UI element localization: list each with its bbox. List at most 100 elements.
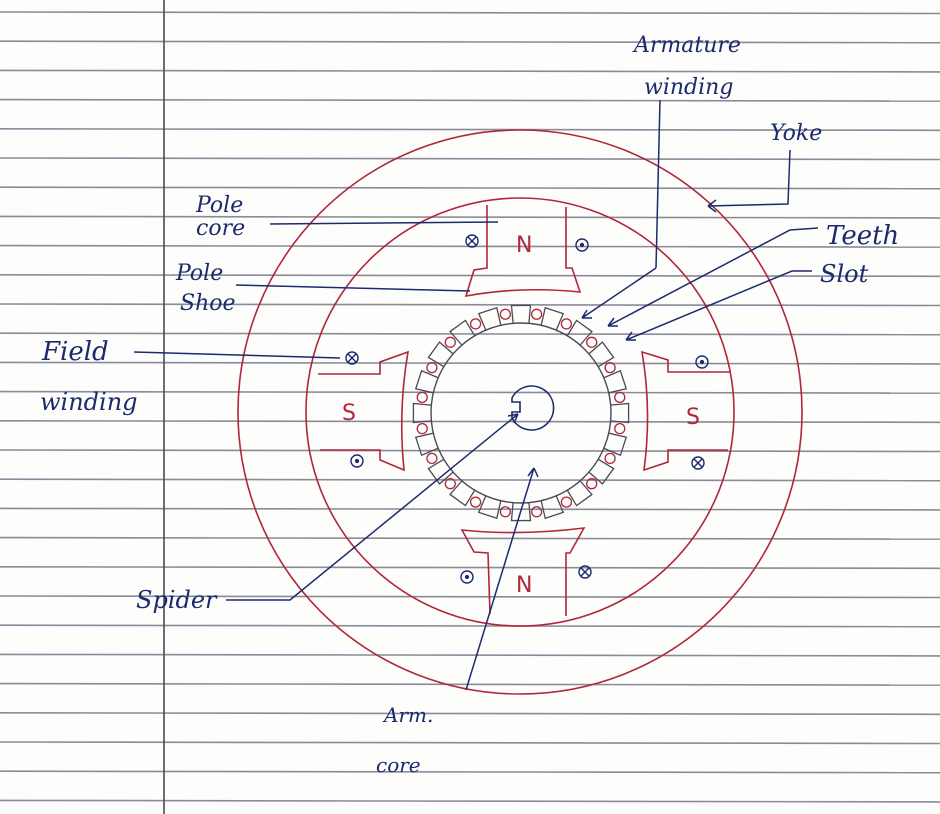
armature-tooth <box>414 369 439 394</box>
ruling-line <box>0 361 940 365</box>
armature-tooth <box>588 458 615 485</box>
yoke-inner-circle <box>305 197 735 627</box>
yoke-outer-circle <box>237 129 803 695</box>
pole-letter-bottom: N <box>516 573 532 598</box>
leader-spider <box>226 413 519 601</box>
ruling-line <box>0 303 940 307</box>
field-conductor-left-top <box>345 351 359 365</box>
armature-tooth <box>540 306 565 331</box>
ruling-line <box>0 536 940 540</box>
slot-conductor <box>426 361 438 374</box>
label-arm-core-line1: Arm. <box>382 703 433 727</box>
ruling-line <box>0 390 940 394</box>
ruling-line <box>0 40 940 44</box>
label-field-winding-line2: winding <box>40 388 138 416</box>
armature-teeth <box>412 304 630 522</box>
slot-conductor <box>586 336 598 348</box>
slot-conductor <box>614 391 626 404</box>
field-conductor-bottom-left <box>460 570 474 584</box>
leader-armature-winding <box>655 99 661 269</box>
armature-tooth <box>477 306 502 331</box>
slot-conductor <box>560 318 573 330</box>
field-conductor-top-right <box>575 238 589 252</box>
armature-slot-conductors <box>416 308 626 518</box>
slot-conductor <box>614 422 626 435</box>
ruling-line <box>0 507 940 511</box>
field-conductor-bottom-right <box>578 565 592 579</box>
slot-conductor <box>469 318 482 330</box>
armature-tooth <box>566 319 593 346</box>
ruling-line <box>0 478 940 482</box>
ruling-line <box>0 128 940 132</box>
pole-top-north <box>464 205 582 298</box>
ruling-line <box>0 595 940 599</box>
slot-conductor <box>416 391 428 404</box>
leader-pole-shoe <box>235 284 471 292</box>
ruling-line <box>0 186 940 190</box>
ruling-line <box>0 653 940 657</box>
pole-letter-top: N <box>516 233 532 258</box>
ruling-line <box>0 332 940 336</box>
leader-pole-core <box>269 221 499 225</box>
armature-tooth <box>566 480 593 507</box>
label-teeth: Teeth <box>826 221 899 251</box>
slot-conductor <box>426 452 438 465</box>
armature-tooth <box>449 319 476 346</box>
armature-tooth <box>603 369 628 394</box>
label-field-winding-line1: Field <box>41 337 109 367</box>
label-yoke: Yoke <box>770 121 822 146</box>
field-conductor-left-bottom <box>350 454 364 468</box>
ruling-line <box>0 799 940 803</box>
label-spider: Spider <box>136 586 218 614</box>
slot-conductor <box>444 478 456 490</box>
slot-conductor <box>604 361 616 374</box>
leader-arm-core <box>465 467 539 691</box>
ruling-line <box>0 624 940 628</box>
slot-conductor <box>530 308 543 320</box>
armature-tooth <box>510 304 532 324</box>
pole-letter-right: S <box>686 405 700 430</box>
slot-conductor <box>530 506 543 518</box>
ruling-line <box>0 419 940 424</box>
ruling-line <box>0 682 940 686</box>
pole-letter-left: S <box>342 401 356 426</box>
label-armature-winding-line1: Armature <box>632 33 741 58</box>
field-conductor-right-bottom <box>691 456 705 470</box>
ruling-line <box>0 98 940 102</box>
slot-conductor <box>499 506 512 518</box>
pole-right-south <box>640 350 730 472</box>
field-conductor-right-top <box>695 355 709 369</box>
slot-conductor <box>444 336 456 348</box>
ruling-line <box>0 11 940 15</box>
label-arm-core-line2: core <box>376 753 421 777</box>
ruling-line <box>0 215 940 219</box>
field-conductor-top-left <box>465 234 479 248</box>
armature-tooth <box>477 495 502 520</box>
label-slot: Slot <box>820 260 869 288</box>
ruling-line <box>0 565 940 570</box>
leader-armature-winding-arrow <box>581 267 657 319</box>
slot-conductor <box>416 422 428 435</box>
label-pole-shoe-line1: Pole <box>175 261 223 286</box>
label-pole-core-line1: Pole <box>195 193 243 218</box>
ruling-line <box>0 157 940 161</box>
slot-conductor <box>560 496 573 508</box>
armature-tooth <box>427 341 454 368</box>
armature-tooth <box>449 480 476 507</box>
armature-tooth <box>540 495 565 520</box>
armature-tooth <box>414 432 439 457</box>
ruling-line <box>0 449 940 453</box>
armature-tooth <box>427 458 454 485</box>
armature-tooth <box>603 432 628 457</box>
leader-field-winding <box>133 351 341 359</box>
leader-teeth <box>607 227 819 327</box>
armature-core-outline <box>430 322 612 504</box>
armature-tooth <box>412 402 432 424</box>
armature-tooth <box>610 402 630 424</box>
ruling-line <box>0 273 940 278</box>
leader-yoke <box>707 149 791 213</box>
pole-left-south <box>318 350 410 472</box>
